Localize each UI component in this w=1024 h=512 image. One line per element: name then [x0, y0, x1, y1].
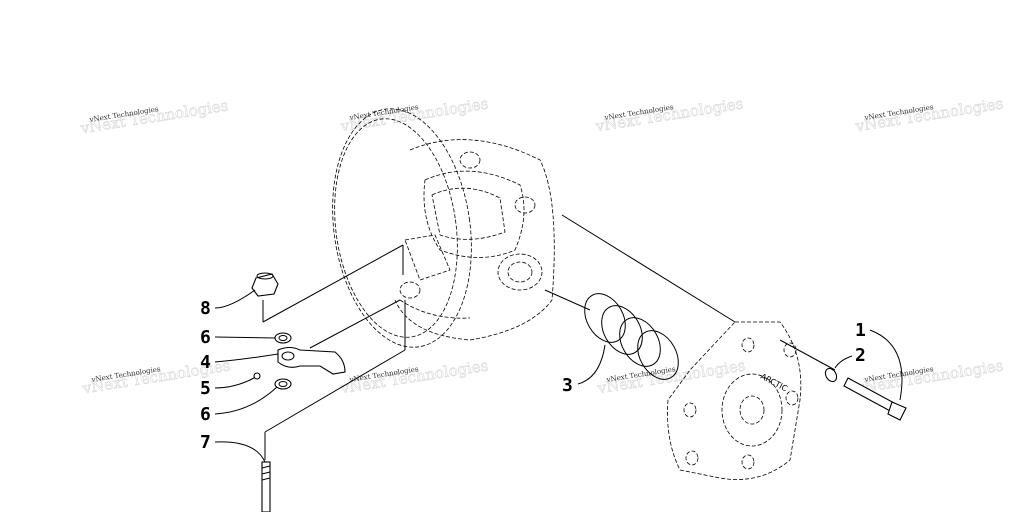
washer-lower-hole	[278, 381, 288, 387]
part-nut	[251, 272, 279, 297]
cover-center	[721, 373, 783, 447]
bolt-head	[887, 401, 907, 421]
washer-lower	[274, 378, 292, 390]
spider-body	[394, 139, 555, 341]
pin-shaft	[261, 461, 271, 512]
callout-2: 2	[855, 345, 866, 366]
cover-bore	[739, 395, 765, 425]
leader-5	[214, 377, 255, 389]
callout-5: 5	[200, 378, 211, 399]
roller	[253, 372, 261, 380]
callout-6-upper: 6	[200, 327, 211, 348]
washer-upper-hole	[278, 335, 288, 341]
leader-8	[214, 289, 256, 309]
cover-plate: ARCTIC	[667, 321, 802, 480]
cover-hole-2	[783, 342, 797, 358]
leader-nut-line	[262, 244, 404, 323]
leader-6-upper	[214, 336, 276, 339]
spider-center	[423, 170, 525, 258]
axis-line-bolt	[779, 339, 836, 371]
callout-8: 8	[200, 298, 211, 319]
watermark-7: vNext Technologies vNext Technologies	[595, 356, 747, 398]
spring	[584, 293, 679, 380]
leader-3	[577, 344, 606, 385]
cover-marking: ARCTIC	[759, 372, 789, 394]
cam-arm	[277, 346, 346, 375]
leader-4	[214, 353, 279, 363]
leader-6-lower	[214, 386, 278, 415]
callout-leaders	[214, 289, 903, 463]
cover-hole-4	[685, 450, 699, 466]
callout-6-lower: 6	[200, 404, 211, 425]
leader-7	[214, 441, 266, 463]
arm-pocket	[404, 234, 451, 281]
watermark-4: vNext Technologies vNext Technologies	[853, 94, 1005, 136]
hub	[497, 253, 543, 291]
hub-bore	[507, 261, 533, 283]
pin-thread	[261, 465, 271, 481]
tower-boss-2	[514, 196, 536, 214]
nut-top	[256, 272, 274, 280]
part-bolt	[843, 377, 907, 421]
leader-pin-line	[264, 349, 406, 433]
cover-hole-5	[741, 454, 755, 470]
cover-outline	[667, 321, 802, 480]
part-pin	[261, 461, 271, 512]
cover-hole-1	[741, 337, 755, 353]
spring-coil-1	[584, 293, 626, 343]
clutch-assembly	[332, 108, 555, 348]
callout-3: 3	[562, 375, 573, 396]
callout-1: 1	[855, 320, 866, 341]
axis-line-upper	[561, 214, 736, 323]
cover-hole-3	[683, 402, 697, 418]
sheave-rim-inner	[334, 118, 458, 338]
leader-1	[869, 329, 903, 401]
spring-coil-2	[601, 305, 643, 355]
leader-arm-line	[309, 299, 401, 349]
spring-coil-4	[637, 330, 679, 380]
spider-pocket	[431, 187, 506, 240]
cover-hole-6	[785, 390, 799, 406]
axis-line-hub	[544, 289, 591, 311]
leader-2	[834, 355, 853, 369]
cam-arm-hole	[281, 351, 295, 361]
tower-boss-3	[399, 281, 421, 299]
assembly-lines	[262, 214, 836, 460]
tower-boss-1	[459, 151, 481, 169]
spider-lower	[399, 299, 471, 319]
watermark-3: vNext Technologies vNext Technologies	[593, 94, 745, 136]
bolt-washer	[824, 367, 838, 383]
spring-coil-3	[619, 317, 661, 367]
watermark-8: vNext Technologies vNext Technologies	[853, 356, 1005, 398]
callouts: 8 6 4 5 6 7 3 2 1	[200, 298, 866, 453]
watermark-1: vNext Technologies vNext Technologies	[78, 96, 230, 138]
washer-upper	[274, 332, 292, 344]
sheave-rim	[332, 108, 472, 348]
callout-7: 7	[200, 432, 211, 453]
nut	[251, 273, 279, 297]
callout-4: 4	[200, 352, 211, 373]
